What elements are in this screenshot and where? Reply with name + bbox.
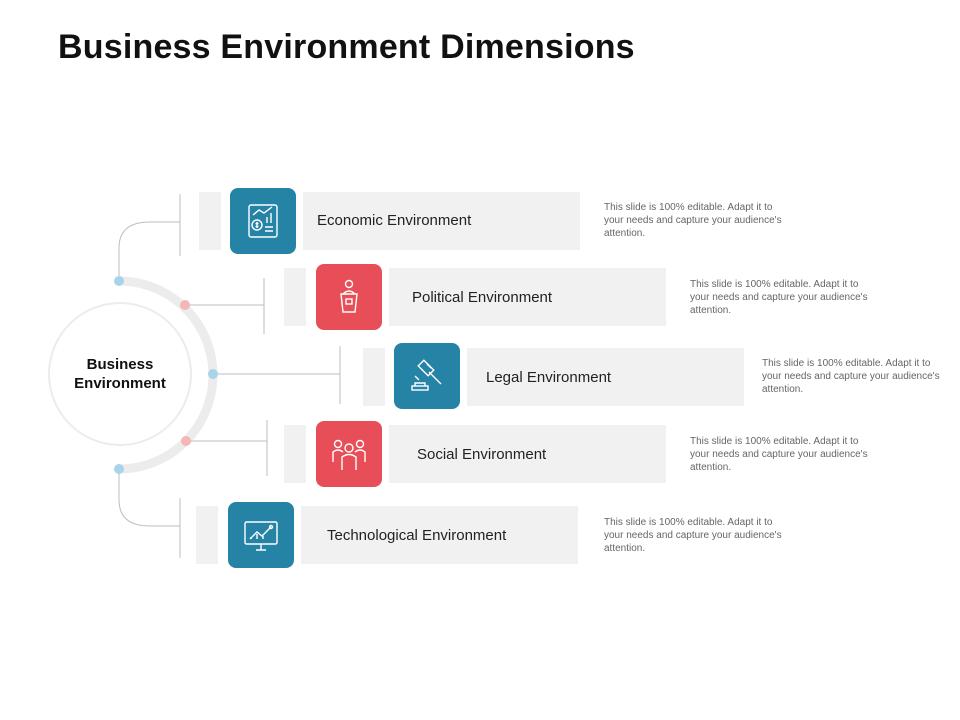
tile-economic <box>230 188 296 254</box>
dot-legal <box>208 369 218 379</box>
tile-social <box>316 421 382 487</box>
row-description-technological: This slide is 100% editable. Adapt it to… <box>604 517 782 554</box>
row-description-social: This slide is 100% editable. Adapt it to… <box>690 436 868 473</box>
row-bar-social <box>389 425 666 483</box>
podium-speaker-icon <box>340 279 358 313</box>
tile-political <box>316 264 382 330</box>
tile-legal <box>394 343 460 409</box>
row-stub <box>363 348 385 406</box>
connector-economic <box>118 221 180 281</box>
row-label-technological: Technological Environment <box>327 527 507 544</box>
group-people-icon <box>332 439 366 470</box>
dot-economic <box>114 276 124 286</box>
row-bar-technological <box>301 506 578 564</box>
row-stub <box>284 425 306 483</box>
monitor-chart-icon <box>244 521 278 551</box>
tile-technological <box>228 502 294 568</box>
row-stub <box>199 192 221 250</box>
economic-chart-icon <box>248 204 278 238</box>
connector-technological <box>118 469 180 527</box>
row-description-legal: This slide is 100% editable. Adapt it to… <box>762 358 940 395</box>
row-label-legal: Legal Environment <box>486 369 612 386</box>
row-description-economic: This slide is 100% editable. Adapt it to… <box>604 202 782 239</box>
row-bar-economic <box>303 192 580 250</box>
row-description-political: This slide is 100% editable. Adapt it to… <box>690 279 868 316</box>
gavel-icon <box>411 359 442 391</box>
dot-technological <box>114 464 124 474</box>
page-title: Business Environment Dimensions <box>58 28 635 66</box>
row-label-social: Social Environment <box>417 446 547 463</box>
row-label-political: Political Environment <box>412 289 553 306</box>
row-stub <box>196 506 218 564</box>
row-bar-political <box>389 268 666 326</box>
row-label-economic: Economic Environment <box>317 212 472 229</box>
row-bar-legal <box>467 348 744 406</box>
dot-political <box>180 300 190 310</box>
row-stub <box>284 268 306 326</box>
hub-circle: Business Environment <box>50 304 190 444</box>
hub-label: Business Environment <box>74 356 166 392</box>
dot-social <box>181 436 191 446</box>
